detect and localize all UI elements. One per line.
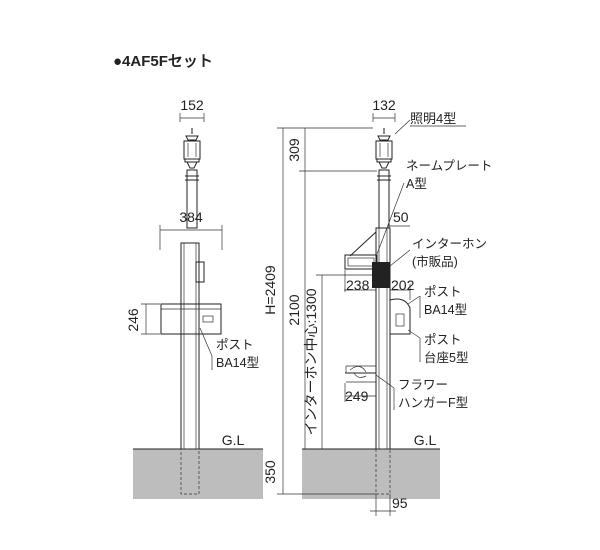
label-nameplate-2: A型 [406, 177, 427, 191]
label-post-side-2: BA14型 [424, 303, 467, 317]
label-post-front-1: ポスト [216, 338, 254, 352]
dim-95: 95 [392, 495, 408, 511]
dim-238: 238 [346, 277, 370, 293]
dim-249: 249 [345, 388, 369, 404]
dim-total-height: H=2409 [262, 265, 278, 315]
label-post-front-2: BA14型 [216, 356, 259, 370]
dim-50: 50 [393, 209, 409, 225]
ground-label-side: G.L [414, 432, 437, 448]
label-flower-1: フラワー [398, 378, 448, 392]
label-post-side-1: ポスト [424, 285, 462, 299]
page-title: ●4AF5Fセット [113, 53, 213, 70]
label-nameplate-1: ネームプレート [406, 159, 492, 173]
ground-block-side [302, 449, 440, 499]
front-view: 152 384 246 ポスト BA14型 G.L [125, 97, 259, 495]
dim-350: 350 [262, 460, 278, 484]
dim-2100: 2100 [286, 294, 302, 325]
ground-block-front [133, 449, 263, 499]
dim-246: 246 [125, 308, 141, 332]
dim-202: 202 [391, 277, 415, 293]
flower-hanger-side [345, 365, 376, 383]
dim-intercom-center: インターホン中心:1300 [303, 288, 319, 435]
post-box-front [160, 303, 222, 335]
dim-132: 132 [372, 97, 396, 113]
label-flower-2: ハンガーF型 [398, 396, 468, 410]
dim-309: 309 [286, 138, 302, 162]
ground-label-front: G.L [222, 432, 245, 448]
dim-384: 384 [179, 209, 203, 225]
label-post-base-1: ポスト [424, 333, 462, 347]
label-intercom-2: (市販品) [412, 254, 458, 269]
lamp-icon-side [375, 128, 393, 169]
intercom-side [372, 262, 390, 288]
label-intercom-1: インターホン [412, 237, 487, 251]
post-box-side [389, 298, 411, 335]
label-post-base-2: 台座5型 [424, 350, 468, 365]
dim-152-front: 152 [180, 97, 204, 113]
lamp-icon-front [183, 128, 201, 169]
side-view: 132 H=2409 [262, 97, 492, 516]
label-light: 照明4型 [410, 111, 456, 126]
